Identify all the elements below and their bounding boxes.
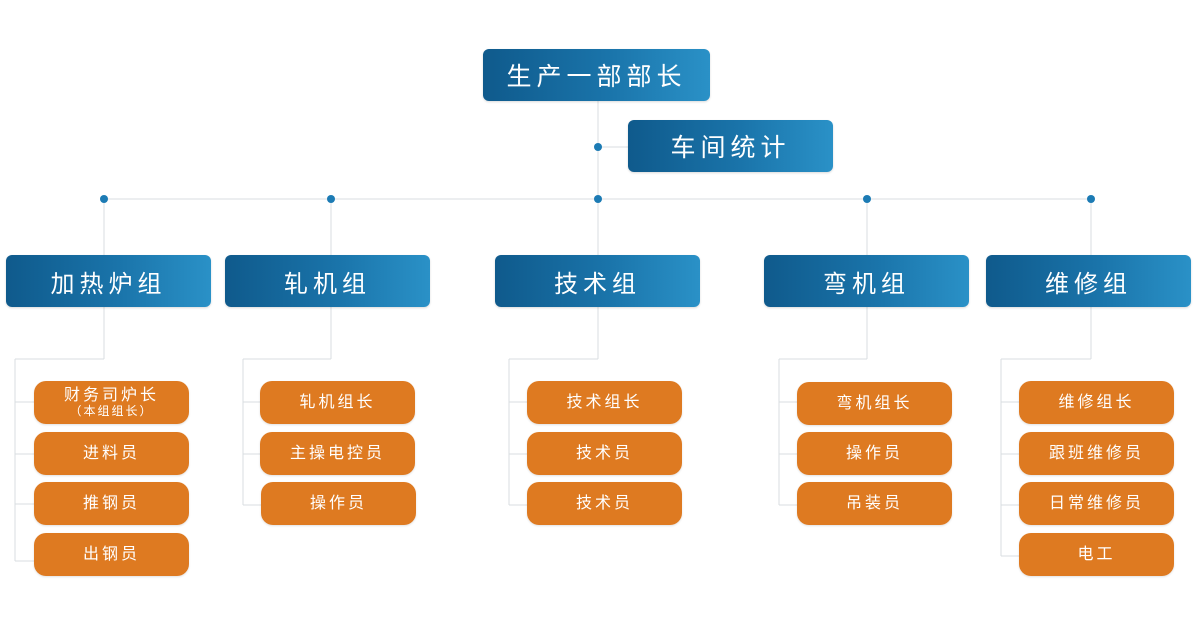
member-label: 技术员 <box>575 443 633 463</box>
node-group-bending: 弯机组 <box>764 255 969 307</box>
group-label: 弯机组 <box>823 269 910 298</box>
node-department-head-label: 生产一部部长 <box>506 62 687 91</box>
group-label: 维修组 <box>1045 269 1132 298</box>
member-label: 技术员 <box>575 493 633 513</box>
member-label: 操作员 <box>845 443 903 463</box>
member-label: 进料员 <box>82 443 140 463</box>
member-node: 进料员 <box>34 432 189 475</box>
member-label: 出钢员 <box>82 544 140 564</box>
node-workshop-statistics-label: 车间统计 <box>670 133 791 162</box>
member-node: 日常维修员 <box>1019 482 1174 525</box>
member-node: 跟班维修员 <box>1019 432 1174 475</box>
node-group-technical: 技术组 <box>495 255 700 307</box>
group-label: 加热炉组 <box>50 269 167 298</box>
member-node: 吊装员 <box>797 482 952 525</box>
member-node: 主操电控员 <box>260 432 415 475</box>
member-label: 推钢员 <box>82 493 140 513</box>
node-group-rolling-mill: 轧机组 <box>225 255 430 307</box>
group-label: 轧机组 <box>284 269 371 298</box>
member-node: 出钢员 <box>34 533 189 576</box>
node-group-heating-furnace: 加热炉组 <box>6 255 211 307</box>
member-node: 操作员 <box>261 482 416 525</box>
member-label: 财务司炉长 <box>63 385 159 405</box>
member-label: 日常维修员 <box>1048 493 1144 513</box>
member-node: 轧机组长 <box>260 381 415 424</box>
node-group-maintenance: 维修组 <box>986 255 1191 307</box>
member-node: 维修组长 <box>1019 381 1174 424</box>
member-label: 轧机组长 <box>299 392 376 412</box>
member-node: 技术组长 <box>527 381 682 424</box>
member-node: 技术员 <box>527 432 682 475</box>
member-label: 电工 <box>1077 544 1116 564</box>
member-node: 操作员 <box>797 432 952 475</box>
member-label: 操作员 <box>309 493 367 513</box>
member-label: 跟班维修员 <box>1048 443 1144 463</box>
member-node: 推钢员 <box>34 482 189 525</box>
group-label: 技术组 <box>554 269 641 298</box>
member-node: 弯机组长 <box>797 382 952 425</box>
member-node: 电工 <box>1019 533 1174 576</box>
member-label: 维修组长 <box>1058 392 1135 412</box>
member-label: 主操电控员 <box>289 443 385 463</box>
member-label: 弯机组长 <box>836 393 913 413</box>
member-label: 吊装员 <box>845 493 903 513</box>
member-label: 技术组长 <box>566 392 643 412</box>
node-department-head: 生产一部部长 <box>483 49 710 101</box>
member-node: 财务司炉长 （本组组长） <box>34 381 189 424</box>
node-workshop-statistics: 车间统计 <box>628 120 833 172</box>
member-sublabel: （本组组长） <box>69 403 154 418</box>
member-node: 技术员 <box>527 482 682 525</box>
